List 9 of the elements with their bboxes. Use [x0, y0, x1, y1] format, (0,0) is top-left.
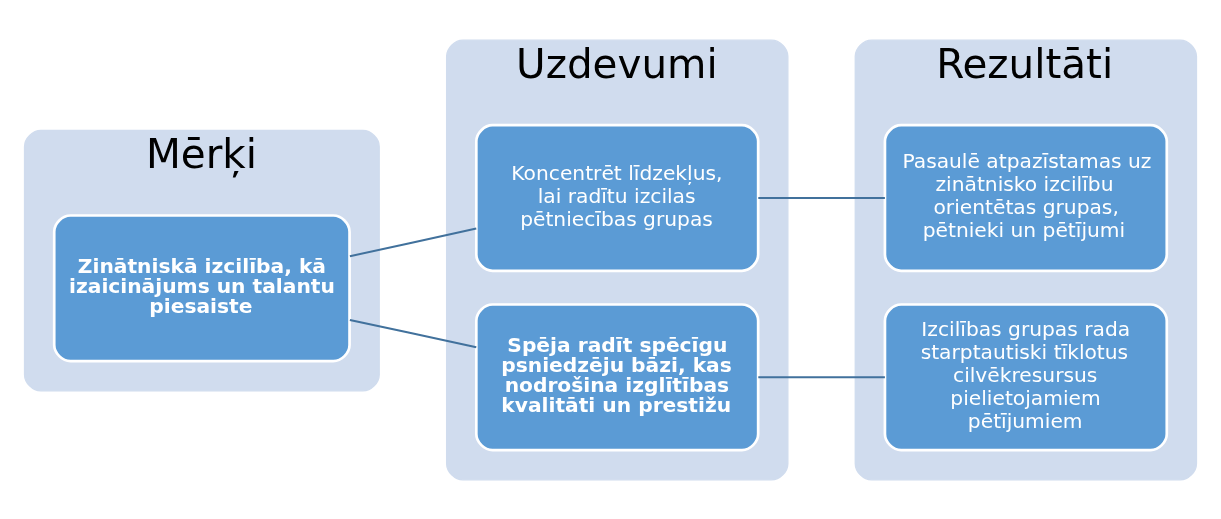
- node-box: Pasaulē atpazīstamas uz zinātnisko izcilību orientētas grupas, pētnieki un pētījumi: [883, 123, 1169, 272]
- connector: [349, 318, 477, 348]
- node-box: Zinātniskā izcilība, kā izaicinājums un talantu piesaiste: [52, 213, 351, 362]
- connector: [758, 196, 885, 199]
- node-box: Koncentrēt līdzekļus, lai radītu izcilas pētniecības grupas: [474, 123, 760, 272]
- node-box: Spēja radīt spēcīgu psniedzēju bāzi, kas nodrošina izglītības kvalitāti un prestižu: [474, 302, 760, 451]
- connector: [758, 375, 885, 378]
- node-box: Izcilības grupas rada starptautiski tīklotus cilvēkresursus pielietojamiem pētījumiem: [883, 302, 1169, 451]
- connector: [349, 227, 477, 257]
